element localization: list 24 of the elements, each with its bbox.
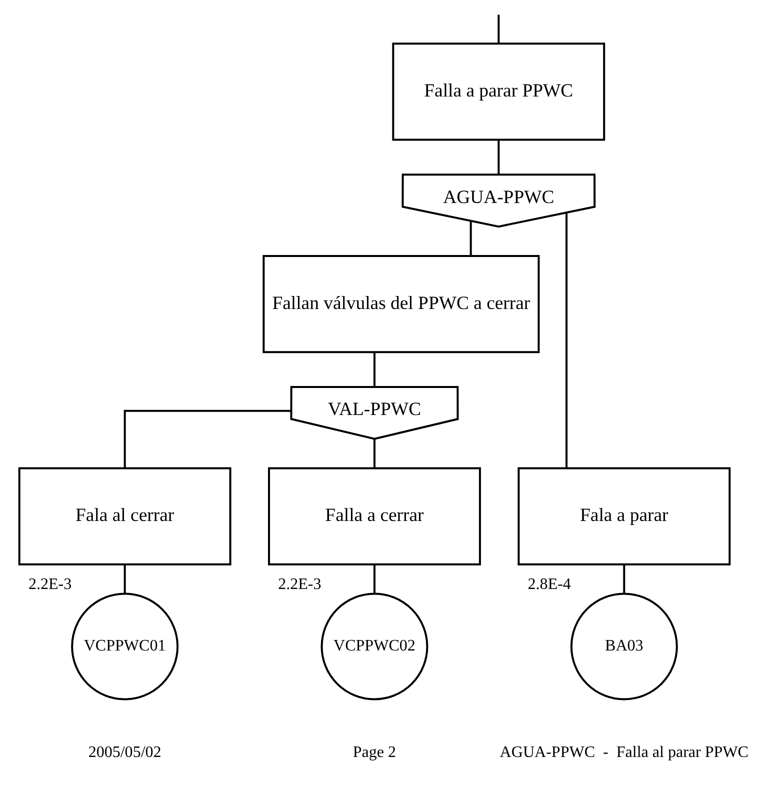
connector <box>498 14 500 44</box>
node-label: 2.2E-3 <box>28 576 72 594</box>
node-box: Fala a parar <box>518 467 731 566</box>
connector <box>124 564 126 594</box>
connector <box>373 564 376 594</box>
connector <box>498 140 500 175</box>
node-box: Fallan válvulas del PPWC a cerrar <box>262 254 540 354</box>
connector <box>373 352 376 387</box>
connector <box>566 212 568 468</box>
label: AGUA-PPWC - Falla al parar PPWC <box>500 744 748 761</box>
connector <box>470 220 472 256</box>
node-label: 2.2E-3 <box>278 576 322 594</box>
connector <box>623 564 626 594</box>
label: 2005/05/02 <box>88 744 162 761</box>
node-label: 2.8E-4 <box>528 576 571 594</box>
node-box: Falla a cerrar <box>268 467 481 566</box>
node-circle: VCPPWC02 <box>320 592 428 700</box>
node-circle: BA03 <box>570 592 678 700</box>
node-circle: VCPPWC01 <box>71 592 179 700</box>
label: Page 2 <box>352 744 396 761</box>
node-box: Falla a parar PPWC <box>392 42 606 141</box>
connector <box>373 439 376 468</box>
node-box: Fala al cerrar <box>18 467 232 566</box>
connector <box>124 410 292 468</box>
